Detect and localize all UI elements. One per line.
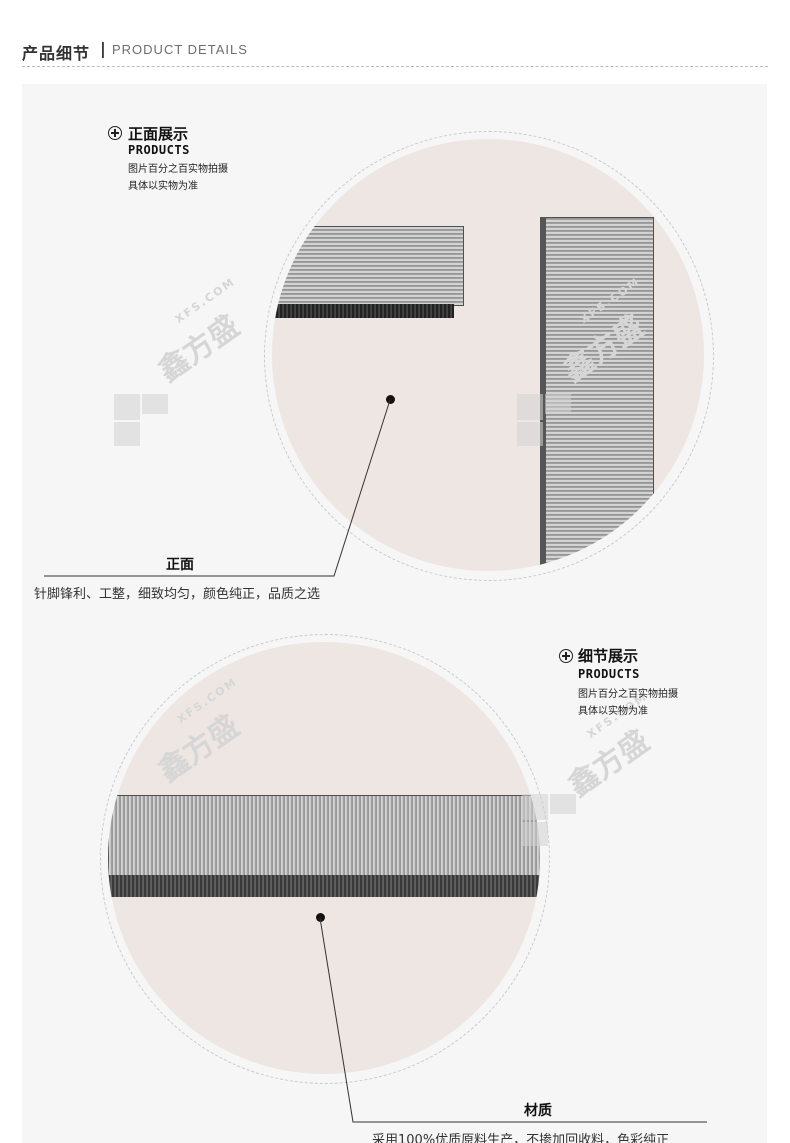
product-details-panel: 鑫方盛 XFS.COM 鑫方盛 XFS.COM 正面展示 PRODUCTS 图片… [22, 84, 767, 1143]
staple-strip-edge [272, 304, 454, 318]
detail-label-title: 细节展示 [578, 647, 639, 665]
plus-circle-icon [559, 649, 573, 663]
detail-callout-line [319, 917, 707, 1123]
front-callout-line [44, 399, 391, 577]
front-label-subtitle: PRODUCTS [128, 143, 190, 157]
front-callout-dot [386, 395, 395, 404]
front-label-note-1: 图片百分之百实物拍摄 [128, 164, 228, 175]
front-label-title: 正面展示 [128, 125, 189, 143]
detail-circle-ring [100, 634, 550, 1084]
front-circle-ring [264, 131, 714, 581]
front-photo-circle [272, 139, 704, 571]
watermark-logo [114, 394, 174, 454]
staple-strip-horizontal [272, 226, 464, 306]
front-label-note-2: 具体以实物为准 [128, 181, 198, 192]
detail-callout-dot [316, 913, 325, 922]
front-caption-desc: 针脚锋利、工整，细致均匀，颜色纯正，品质之选 [34, 587, 321, 602]
watermark-logo [522, 794, 582, 854]
header-title-cn: 产品细节 [22, 44, 91, 63]
staple-strip-detail [108, 795, 540, 877]
detail-label-subtitle: PRODUCTS [578, 667, 640, 681]
watermark-logo [517, 394, 577, 454]
detail-caption-title: 材质 [524, 1103, 552, 1119]
staple-strip-detail-edge [108, 875, 540, 897]
header-title-en: PRODUCT DETAILS [112, 42, 248, 57]
header-separator: | [100, 39, 106, 58]
detail-label-note-1: 图片百分之百实物拍摄 [578, 689, 678, 700]
staple-strip-vertical-edge [540, 217, 546, 571]
detail-caption-desc: 采用100%优质原料生产，不掺加回收料，色彩纯正 [372, 1133, 670, 1143]
detail-photo-circle [108, 642, 540, 1074]
detail-label-note-2: 具体以实物为准 [578, 706, 648, 717]
front-caption-title: 正面 [166, 557, 194, 573]
section-header: 产品细节 | PRODUCT DETAILS [22, 38, 768, 67]
plus-circle-icon [108, 126, 122, 140]
